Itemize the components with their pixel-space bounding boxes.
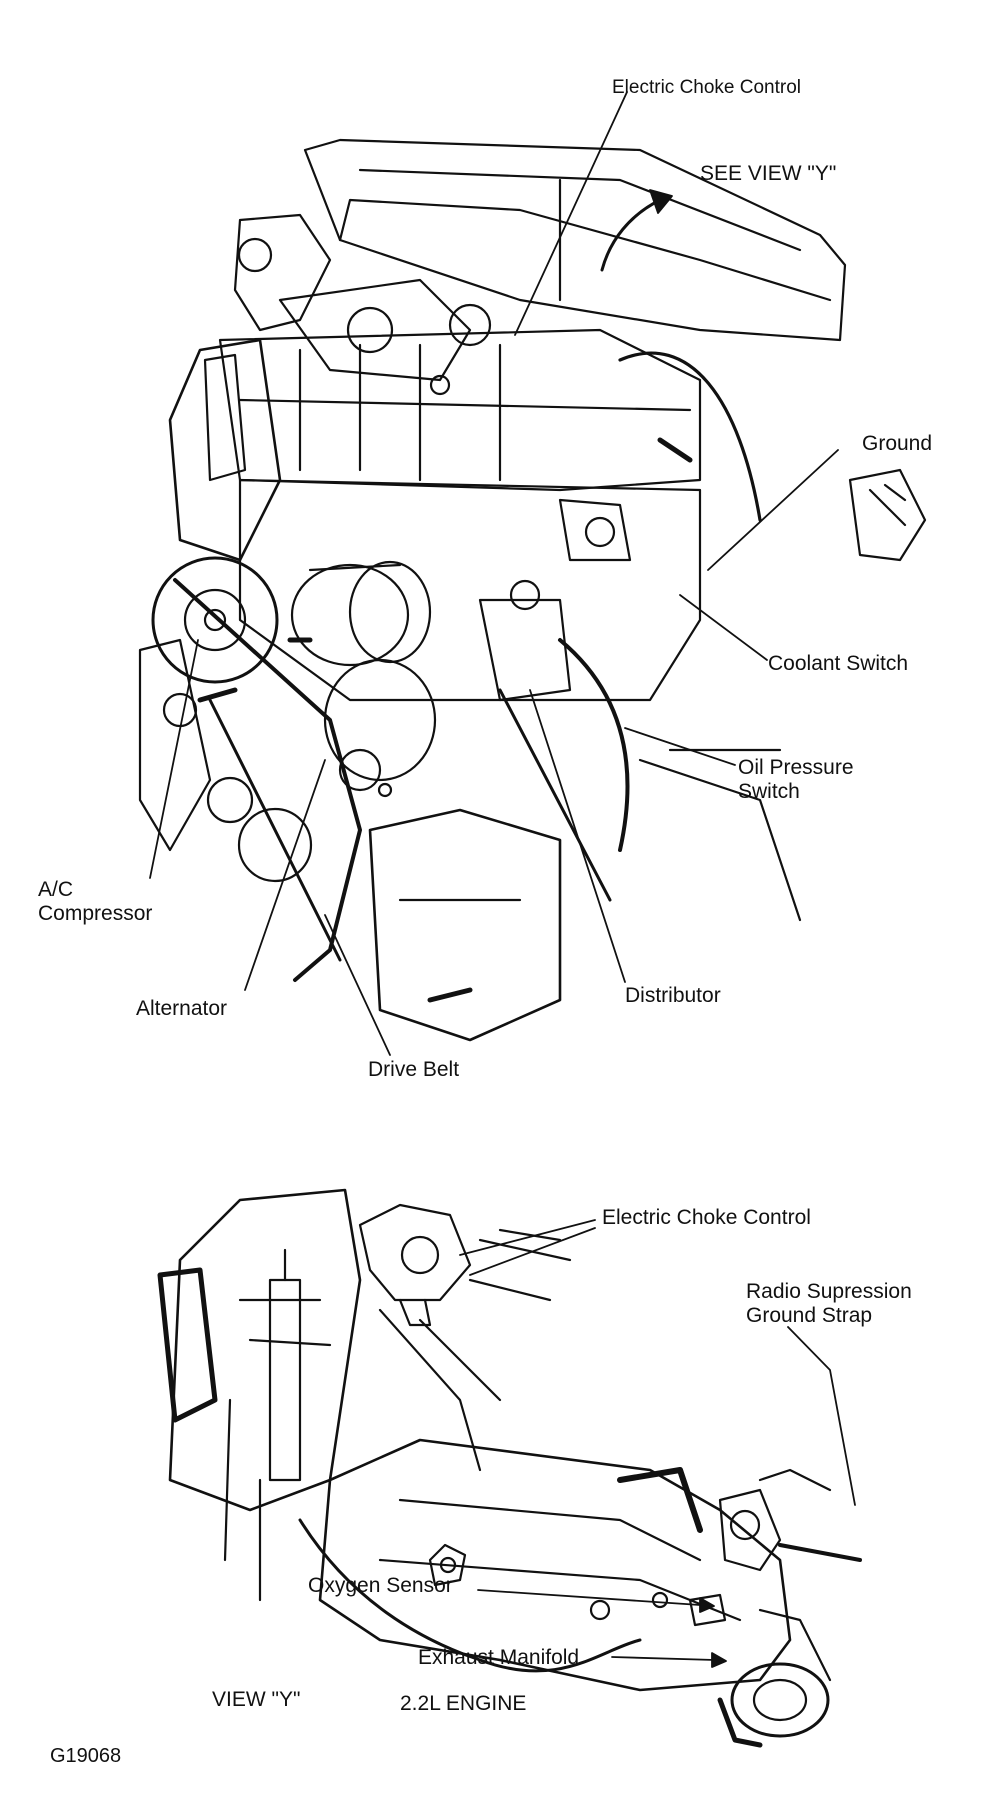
arrow-see-view-y bbox=[600, 198, 662, 272]
arrow-exhaust-manifold-head bbox=[711, 1652, 727, 1668]
main-engine-illustration bbox=[138, 138, 927, 1042]
leader-oxygen-sensor bbox=[477, 1589, 701, 1606]
caption-view-y: VIEW "Y" bbox=[212, 1688, 301, 1711]
label-radio-supression-line1: Radio Supression bbox=[746, 1280, 912, 1303]
arrow-oxygen-sensor-head bbox=[699, 1597, 715, 1613]
label-exhaust-manifold: Exhaust Manifold bbox=[418, 1646, 580, 1669]
label-ac-compressor-line2: Compressor bbox=[38, 902, 153, 925]
label-ac-compressor-line1: A/C bbox=[38, 878, 74, 901]
view-y-illustration bbox=[157, 1188, 862, 1748]
label-oil-pressure-switch-line1: Oil Pressure bbox=[738, 756, 854, 779]
leader-drive-belt bbox=[324, 914, 391, 1056]
label-view-y-electric-choke-control: Electric Choke Control bbox=[602, 1206, 811, 1229]
leader-distributor bbox=[529, 689, 626, 983]
label-ac-compressor: A/C Compressor bbox=[38, 878, 152, 926]
label-see-view-y: SEE VIEW "Y" bbox=[700, 162, 837, 185]
leader-alternator bbox=[244, 759, 326, 991]
label-radio-supression-line2: Ground Strap bbox=[746, 1304, 873, 1327]
label-ground: Ground bbox=[862, 432, 933, 455]
arrow-see-view-y-head bbox=[649, 189, 673, 214]
view-y-leader-lines bbox=[459, 1219, 856, 1668]
label-electric-choke-control: Electric Choke Control bbox=[612, 77, 802, 98]
leader-view-y-electric-choke-control bbox=[459, 1219, 596, 1256]
leader-electric-choke-control bbox=[514, 91, 628, 336]
label-distributor: Distributor bbox=[625, 984, 721, 1007]
leader-exhaust-manifold bbox=[611, 1656, 716, 1661]
caption-engine: 2.2L ENGINE bbox=[400, 1692, 527, 1715]
leader-ground bbox=[707, 449, 839, 571]
main-view-leader-lines bbox=[149, 91, 839, 1056]
leader-oil-pressure-switch bbox=[624, 727, 736, 766]
figure-id: G19068 bbox=[50, 1745, 122, 1767]
leader-radio-supression bbox=[787, 1326, 856, 1506]
leader-coolant-switch bbox=[679, 594, 768, 661]
label-coolant-switch: Coolant Switch bbox=[768, 652, 909, 675]
label-oxygen-sensor: Oxygen Sensor bbox=[308, 1574, 453, 1597]
leader-view-y-electric-choke-control-2 bbox=[469, 1227, 596, 1276]
label-drive-belt: Drive Belt bbox=[368, 1058, 460, 1081]
label-oil-pressure-switch: Oil Pressure Switch bbox=[738, 756, 854, 804]
label-oil-pressure-switch-line2: Switch bbox=[738, 780, 800, 803]
leader-ac-compressor bbox=[149, 639, 199, 879]
label-radio-supression-ground-strap: Radio Supression Ground Strap bbox=[746, 1280, 912, 1328]
label-alternator: Alternator bbox=[136, 997, 228, 1020]
